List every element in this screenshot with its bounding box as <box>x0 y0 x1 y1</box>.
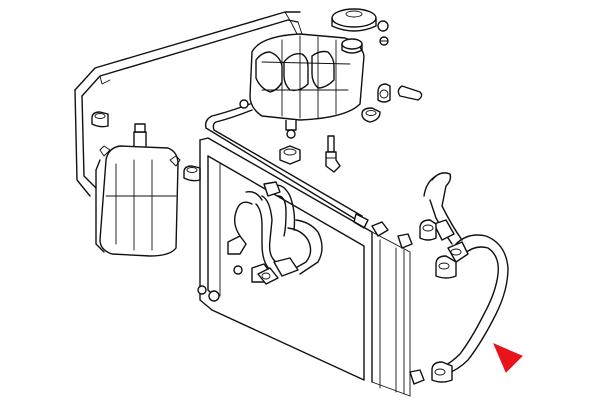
mount-grommets-left <box>91 111 201 182</box>
auxiliary-reservoir <box>95 123 181 257</box>
shroud-panel <box>74 11 305 197</box>
tank-outlet-clamp <box>279 145 301 165</box>
lower-radiator-hose <box>409 234 509 385</box>
upper-radiator-hose <box>233 181 296 237</box>
bypass-hose <box>419 172 463 245</box>
radiator-fittings-right <box>371 221 413 249</box>
clamp-and-plug <box>361 83 423 123</box>
pointer-arrow-icon <box>493 343 523 373</box>
bleed-fitting <box>377 20 389 46</box>
radiator-cap <box>331 8 377 32</box>
temperature-sensor <box>325 135 341 173</box>
expansion-tank <box>249 33 365 139</box>
connector-hose <box>255 195 323 285</box>
radiator <box>197 137 411 397</box>
